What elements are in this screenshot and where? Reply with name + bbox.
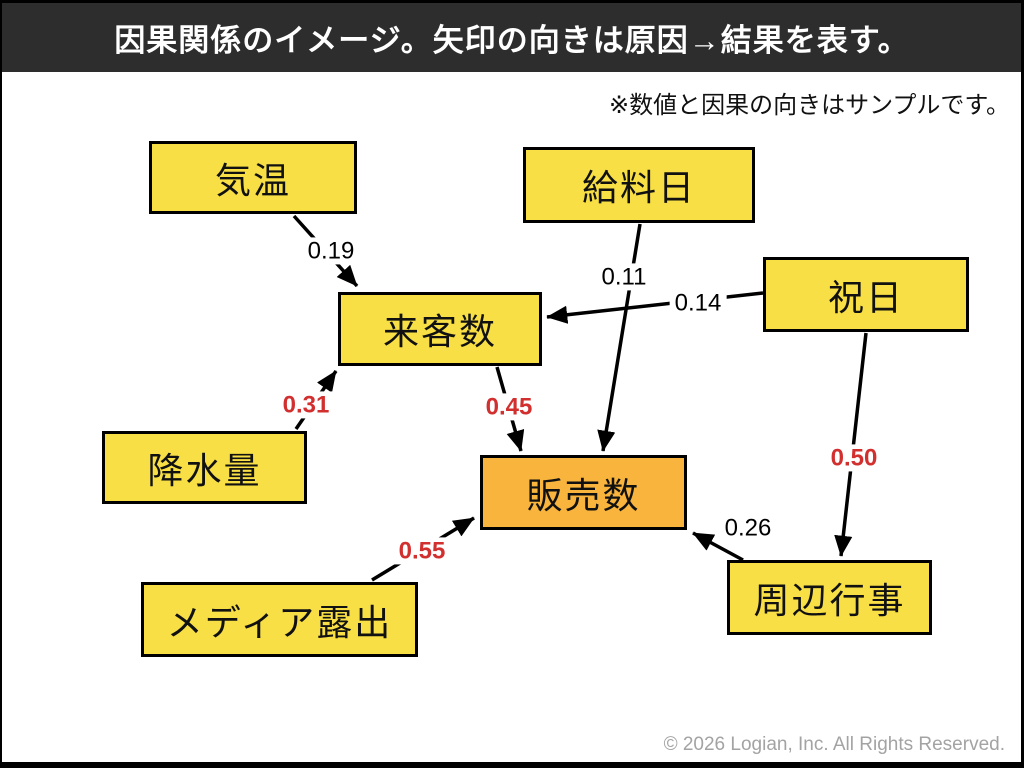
edge-weight-shuhen-hanbai: 0.26 (719, 514, 777, 542)
edge-weight-media-hanbai: 0.55 (393, 537, 451, 565)
edge-kyuryobi-hanbai (597, 223, 642, 452)
page-title: 因果関係のイメージ。矢印の向きは原因→結果を表す。 (114, 23, 910, 58)
node-label-kyuryobi: 給料日 (581, 167, 696, 208)
edge-shukujitsu-raikyaku (546, 291, 764, 324)
edge-shuhen-hanbai (692, 531, 744, 562)
border-right (1021, 0, 1024, 768)
node-label-media: メディア露出 (166, 601, 393, 643)
node-kyuryobi: 給料日 (523, 147, 755, 223)
border-bottom (0, 762, 1024, 768)
edge-weight-kyuryobi-hanbai: 0.11 (596, 263, 652, 291)
node-shukujitsu: 祝日 (763, 257, 969, 332)
node-label-raikyaku: 来客数 (382, 311, 497, 352)
node-shuhen: 周辺行事 (727, 560, 932, 635)
copyright: © 2026 Logian, Inc. All Rights Reserved. (663, 734, 1005, 755)
edge-weight-raikyaku-hanbai: 0.45 (480, 393, 538, 421)
border-top (0, 0, 1024, 3)
border-left (0, 0, 2, 768)
disclaimer-note: ※数値と因果の向きはサンプルです。 (609, 92, 1010, 119)
edge-weight-shukujitsu-shuhen: 0.50 (825, 444, 883, 472)
edge-weight-shukujitsu-raikyaku: 0.14 (669, 289, 727, 317)
edge-weight-kion-raikyaku: 0.19 (302, 237, 360, 265)
node-kosui: 降水量 (102, 431, 307, 504)
node-label-kion: 気温 (214, 159, 291, 201)
node-raikyaku: 来客数 (338, 292, 542, 366)
title-bar: 因果関係のイメージ。矢印の向きは原因→結果を表す。 (0, 3, 1024, 72)
node-label-kosui: 降水量 (147, 449, 262, 491)
node-kion: 気温 (149, 141, 357, 214)
node-hanbai: 販売数 (480, 455, 687, 530)
node-label-shukujitsu: 祝日 (827, 276, 904, 318)
node-media: メディア露出 (141, 582, 418, 657)
edge-weight-kosui-raikyaku: 0.31 (277, 391, 335, 419)
node-label-hanbai: 販売数 (526, 474, 641, 516)
node-label-shuhen: 周辺行事 (753, 579, 906, 621)
